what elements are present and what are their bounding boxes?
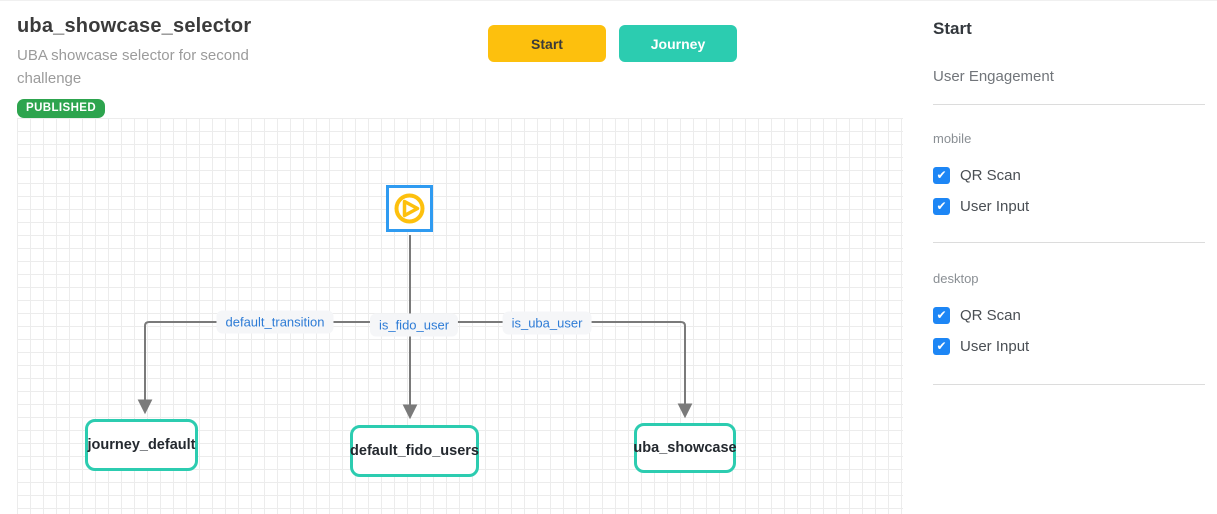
page-subtitle: UBA showcase selector for second challen…	[17, 47, 249, 88]
panel-title: Start	[933, 19, 972, 38]
divider	[933, 104, 1205, 105]
checkbox-label: User Input	[960, 198, 1030, 215]
flow-canvas[interactable]: default_transition is_fido_user is_uba_u…	[17, 118, 903, 514]
checkbox-label: User Input	[960, 338, 1030, 355]
checked-checkbox-icon[interactable]	[933, 167, 950, 184]
node-default-fido-users[interactable]: default_fido_users	[350, 425, 479, 477]
section-label-desktop: desktop	[933, 271, 979, 286]
edge-is-uba-user[interactable]	[410, 321, 693, 419]
section-label-mobile: mobile	[933, 131, 972, 146]
edge-default-transition[interactable]	[137, 321, 410, 415]
edge-label-is-uba-user[interactable]: is_uba_user	[502, 311, 592, 335]
journey-button[interactable]: Journey	[619, 25, 737, 62]
status-badge: PUBLISHED	[17, 98, 106, 118]
start-button[interactable]: Start	[488, 25, 606, 62]
header: uba_showcase_selector UBA showcase selec…	[17, 15, 317, 118]
edge-label-default-transition[interactable]: default_transition	[216, 310, 334, 334]
checked-checkbox-icon[interactable]	[933, 338, 950, 355]
checkbox-label: QR Scan	[960, 167, 1021, 184]
divider	[933, 384, 1205, 385]
panel-subtitle: User Engagement	[933, 68, 1054, 85]
checkbox-row-mobile-qr-scan[interactable]: QR Scan	[933, 167, 1205, 184]
play-icon	[394, 193, 425, 224]
node-journey-default[interactable]: journey_default	[85, 419, 198, 471]
start-properties-panel: Start User Engagement mobile QR Scan Use…	[911, 1, 1217, 514]
page-title: uba_showcase_selector	[17, 15, 252, 37]
checkbox-row-desktop-qr-scan[interactable]: QR Scan	[933, 307, 1205, 324]
checked-checkbox-icon[interactable]	[933, 307, 950, 324]
node-uba-showcase[interactable]: uba_showcase	[633, 423, 737, 473]
checkbox-label: QR Scan	[960, 307, 1021, 324]
start-node[interactable]	[386, 185, 433, 232]
edge-label-is-fido-user[interactable]: is_fido_user	[369, 313, 459, 337]
checkbox-row-desktop-user-input[interactable]: User Input	[933, 338, 1205, 355]
divider	[933, 242, 1205, 243]
checkbox-row-mobile-user-input[interactable]: User Input	[933, 198, 1205, 215]
checked-checkbox-icon[interactable]	[933, 198, 950, 215]
